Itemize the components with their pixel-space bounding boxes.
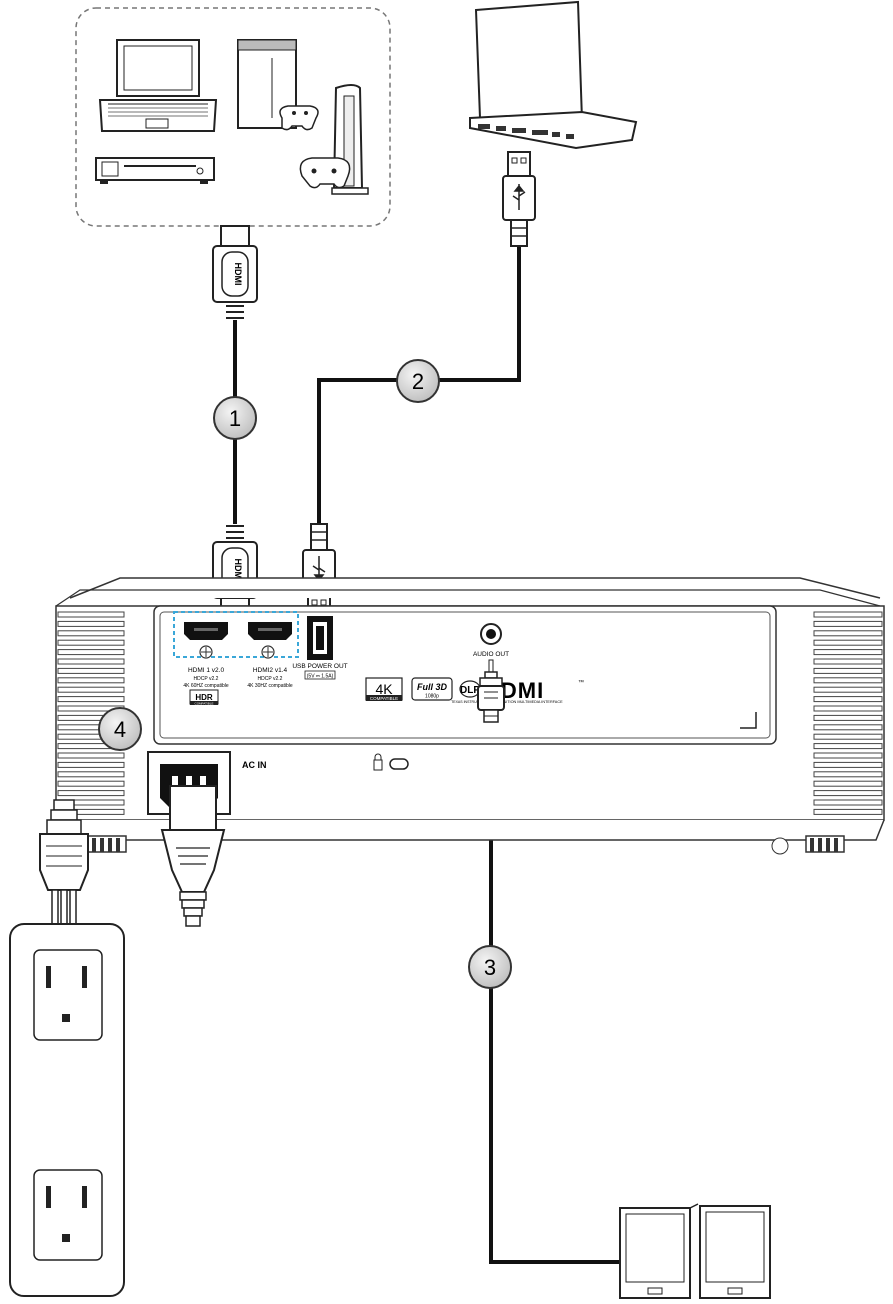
vent-slat (57, 761, 125, 768)
game-console-icon (237, 39, 319, 131)
vent-slat (813, 780, 883, 787)
vent-slat (813, 611, 883, 618)
vent-slat (57, 649, 125, 656)
vent-slat (813, 714, 883, 721)
speaker-icon (619, 1203, 699, 1299)
hdmi2-hdcp: HDCP v2.2 (258, 676, 283, 682)
vent-slat (813, 733, 883, 740)
usb-power-out-port (307, 616, 333, 660)
callout-1-label: 1 (229, 406, 241, 431)
vent-slat (57, 658, 125, 665)
vent-slat (57, 639, 125, 646)
vent-grille-left (57, 611, 125, 815)
callout-4: 4 (98, 707, 142, 751)
vent-slat (813, 630, 883, 637)
4k-badge-main: 4K (375, 681, 393, 697)
hdmi-plug-icon: HDMI (212, 225, 258, 319)
ac-in-label: AC IN (242, 760, 267, 770)
vent-slat (813, 808, 883, 815)
vent-slat (813, 771, 883, 778)
callout-4-label: 4 (114, 717, 126, 742)
vent-slat (813, 658, 883, 665)
hdmi2-compat: 4K 30HZ compatible (247, 683, 293, 689)
hdmi-ports-highlight (173, 611, 299, 658)
vent-slat (57, 611, 125, 618)
hdr-badge-sub: COMPATIBLE (195, 702, 214, 706)
usb-plug-icon (302, 523, 336, 615)
source-devices-group (75, 7, 391, 227)
vent-slat (57, 696, 125, 703)
cable-audio (489, 714, 628, 1264)
callout-1: 1 (213, 396, 257, 440)
hdmi2-port (248, 622, 292, 659)
power-plug-icon (39, 799, 89, 939)
usb-power-out-label: USB POWER OUT (292, 663, 347, 670)
vent-slat (813, 799, 883, 806)
vent-slat (57, 667, 125, 674)
vent-slat (813, 743, 883, 750)
audio-out-port (480, 623, 502, 645)
vent-slat (813, 620, 883, 627)
hdmi1-compat: 4K 60HZ compatible (183, 683, 229, 689)
vent-slat (57, 677, 125, 684)
full3d-badge-main: Full 3D (417, 682, 448, 692)
power-plug-icon (160, 785, 226, 927)
wall-outlet-icon (9, 923, 125, 1297)
vent-slat (813, 677, 883, 684)
game-console-icon (299, 84, 369, 195)
callout-3-label: 3 (484, 955, 496, 980)
hdmi-plug-label: HDMI (233, 559, 243, 582)
hdmi1-title: HDMI 1 v2.0 (188, 667, 225, 674)
speaker-icon (699, 1205, 771, 1299)
full3d-badge-sub: 1080p (425, 694, 439, 700)
hdmi1-hdcp: HDCP v2.2 (194, 676, 219, 682)
callout-2: 2 (396, 359, 440, 403)
vent-slat (57, 771, 125, 778)
dlp-logo-sub: TEXAS INSTRUMENTS (451, 700, 489, 704)
vent-slat (57, 780, 125, 787)
hdmi-logo-tm: ™ (578, 679, 584, 686)
projector-rear-panel: HDMI 1 v2.0 HDCP v2.2 4K 60HZ compatible… (55, 577, 885, 855)
laptop-icon (98, 39, 218, 132)
vent-slat (813, 724, 883, 731)
usb-power-spec: (5V ⎓ 1.5A) (307, 674, 334, 680)
vent-slat (57, 686, 125, 693)
hdmi-plug-label: HDMI (233, 263, 243, 286)
4k-badge: 4K COMPATIBLE (365, 677, 403, 701)
vent-grille-right (813, 611, 883, 815)
callout-2-label: 2 (412, 369, 424, 394)
hdmi-logo-sub: HIGH-DEFINITION MULTIMEDIA INTERFACE (484, 700, 563, 704)
vent-slat (813, 649, 883, 656)
vent-slat (57, 790, 125, 797)
vent-slat (813, 639, 883, 646)
vent-slat (813, 790, 883, 797)
audio-plug-icon (477, 659, 505, 723)
vent-slat (813, 761, 883, 768)
vent-slat (57, 630, 125, 637)
kensington-lock-icon (373, 753, 409, 771)
vent-slat (813, 752, 883, 759)
vent-slat (57, 620, 125, 627)
vent-slat (813, 696, 883, 703)
audio-out-label: AUDIO OUT (473, 651, 509, 658)
media-player-icon (95, 157, 215, 184)
4k-badge-sub: COMPATIBLE (370, 696, 398, 701)
usb-plug-icon (502, 151, 536, 247)
vent-slat (813, 705, 883, 712)
dlp-logo-text: DLP (460, 685, 480, 696)
vent-slat (813, 667, 883, 674)
hdmi2-title: HDMI2 v1.4 (253, 667, 288, 674)
callout-3: 3 (468, 945, 512, 989)
hdr-badge-main: HDR (195, 693, 213, 702)
vent-slat (813, 686, 883, 693)
hdmi1-port (184, 622, 228, 659)
laptop-icon (469, 0, 638, 150)
vent-slat (57, 752, 125, 759)
full3d-badge: Full 3D 1080p (411, 677, 453, 701)
